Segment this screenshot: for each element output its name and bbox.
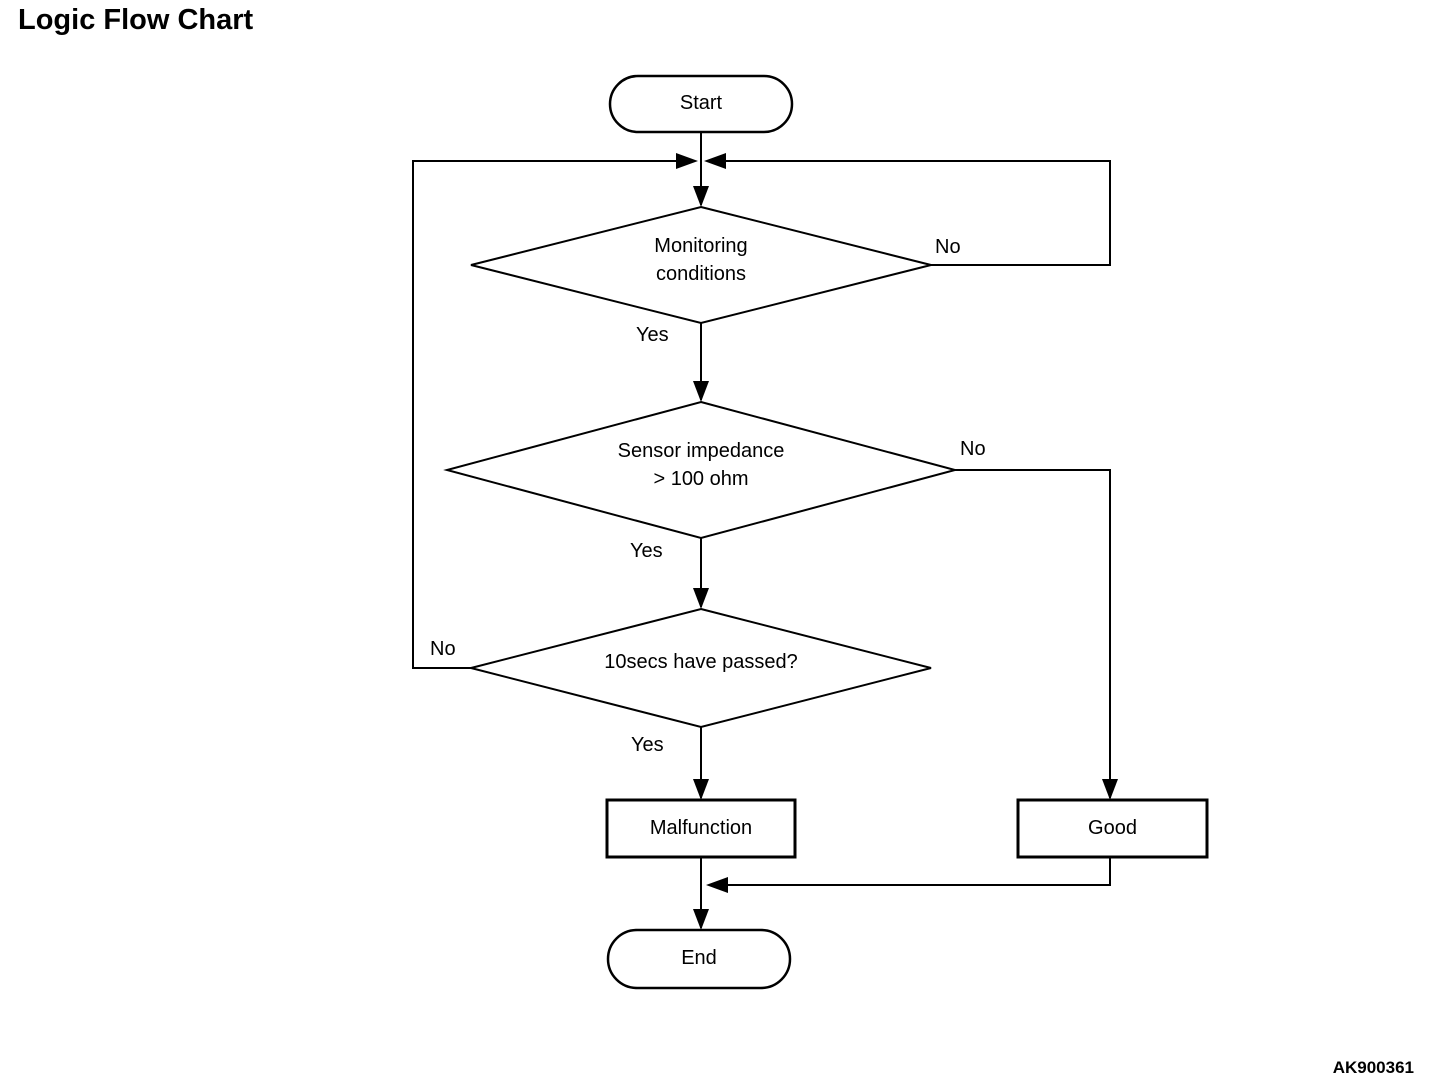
- edge-label-sensor-yes: Yes: [630, 540, 663, 562]
- start-node-label: Start: [679, 92, 723, 115]
- edge-label-monitoring-no: No: [935, 236, 961, 258]
- page-title: Logic Flow Chart: [18, 4, 254, 36]
- arrowhead-into-good: [1102, 779, 1118, 800]
- monitoring-decision-label: Monitoring conditions: [654, 235, 748, 285]
- node-shapes: [443, 74, 1209, 990]
- arrowhead-into-tensecs: [693, 588, 709, 609]
- edge-label-tensecs-no: No: [430, 638, 456, 660]
- arrowhead-into-monitoring: [693, 186, 709, 207]
- edge-tensecs-no-loop-left: [412, 160, 694, 669]
- edge-label-sensor-no: No: [960, 438, 986, 460]
- arrowhead-merge-from-left-loop: [676, 153, 698, 169]
- edge-good-to-merge: [709, 857, 1111, 886]
- edge-label-tensecs-yes: Yes: [631, 734, 664, 756]
- end-node-label: End: [681, 947, 717, 970]
- malfunction-node-shape: [605, 798, 797, 859]
- ten-secs-decision-label: 10secs have passed?: [604, 651, 798, 674]
- sensor-impedance-decision-label: Sensor impedance > 100 ohm: [617, 440, 785, 490]
- arrowhead-merge-from-good: [706, 877, 728, 893]
- figure-code: AK900361: [1332, 1058, 1414, 1077]
- arrowhead-into-malfunction: [693, 779, 709, 800]
- ten-secs-decision-shape: [470, 607, 932, 729]
- edge-label-monitoring-yes: Yes: [636, 324, 669, 346]
- arrowhead-merge-from-right-loop: [704, 153, 726, 169]
- edge-monitoring-no-loop-right: [708, 160, 1111, 266]
- arrowhead-into-end: [693, 909, 709, 930]
- monitoring-decision-shape: [470, 205, 932, 325]
- sensor-impedance-decision-shape: [443, 400, 959, 540]
- connector-lines: [412, 132, 1111, 928]
- end-node-shape: [606, 928, 792, 990]
- malfunction-node-label: Malfunction: [649, 816, 753, 839]
- edge-sensor-no-to-good: [955, 469, 1111, 798]
- start-node-shape: [608, 74, 794, 134]
- arrowheads: [676, 153, 1118, 930]
- arrowhead-into-sensor: [693, 381, 709, 402]
- good-node-label: Good: [1088, 816, 1137, 839]
- good-node-shape: [1016, 798, 1209, 859]
